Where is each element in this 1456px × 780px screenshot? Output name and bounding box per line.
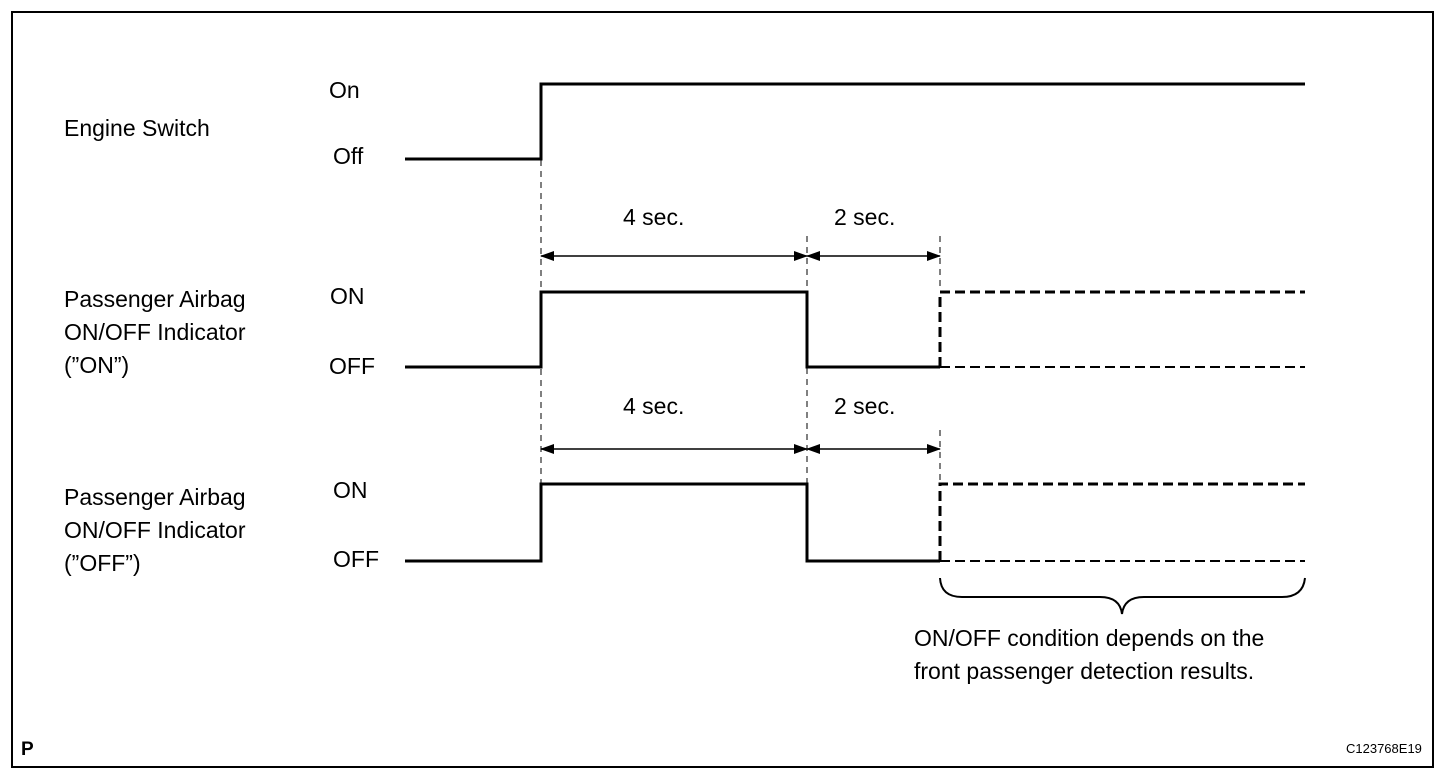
indicator-off-label: Passenger Airbag ON/OFF Indicator (”OFF”…	[64, 484, 246, 576]
indicator-on-undetermined	[938, 290, 1305, 368]
engine-switch-waveform	[405, 82, 1305, 161]
indicator-off-level-high: ON	[333, 477, 368, 503]
interval-2sec-lower: 2 sec.	[834, 393, 896, 419]
indicator-off-level-low: OFF	[333, 546, 379, 572]
indicator-off-waveform	[405, 482, 940, 563]
interval-2sec-upper: 2 sec.	[834, 204, 896, 230]
interval-4sec-lower: 4 sec.	[623, 393, 685, 419]
engine-switch-level-low: Off	[333, 143, 364, 169]
corner-p-mark: P	[21, 739, 34, 760]
detection-note: ON/OFF condition depends on the front pa…	[914, 625, 1265, 684]
indicator-on-level-low: OFF	[329, 353, 375, 379]
diagram-frame	[11, 11, 1434, 768]
engine-switch-level-high: On	[329, 77, 360, 103]
indicator-on-label: Passenger Airbag ON/OFF Indicator (”ON”)	[64, 286, 246, 378]
indicator-on-level-high: ON	[330, 283, 365, 309]
engine-switch-label: Engine Switch	[64, 115, 210, 141]
indicator-on-waveform	[405, 290, 940, 369]
figure-code: C123768E19	[1346, 741, 1422, 756]
undetermined-brace	[939, 577, 1306, 615]
indicator-off-undetermined	[938, 482, 1305, 562]
interval-4sec-upper: 4 sec.	[623, 204, 685, 230]
